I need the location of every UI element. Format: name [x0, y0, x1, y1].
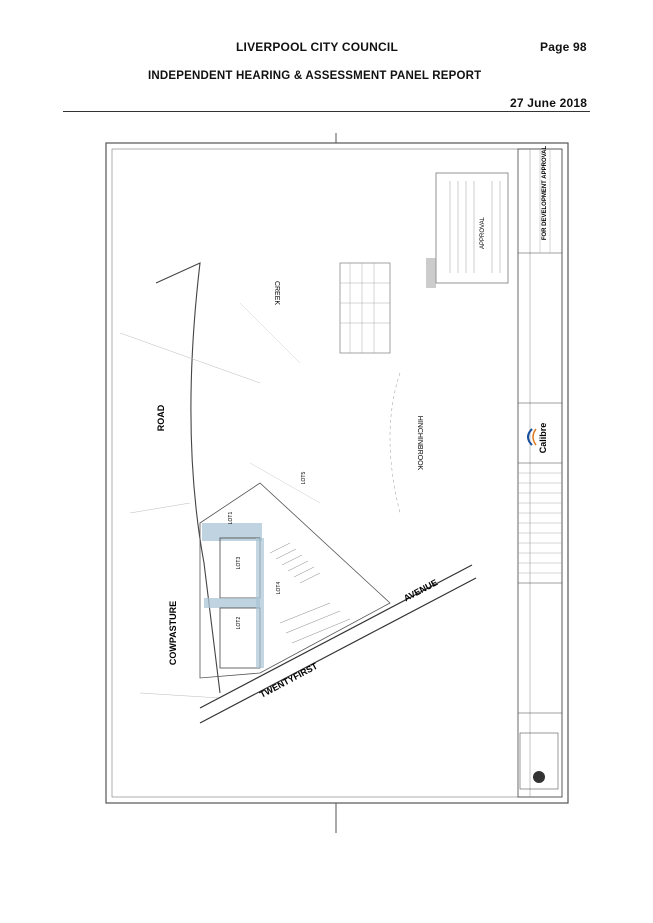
road-edge [155, 262, 221, 694]
twentyfirst-avenue [199, 564, 477, 724]
lot-area-highlight [202, 523, 262, 541]
inner-border [111, 148, 563, 798]
road-label-road: ROAD [156, 404, 166, 431]
page-number: Page 98 [540, 40, 587, 54]
title-block-label: FOR DEVELOPMENT APPROVAL [542, 145, 548, 240]
stamp-text: APPROVAL [480, 216, 486, 249]
lot-label-3: LOT3 [236, 557, 242, 570]
council-name: LIVERPOOL CITY COUNCIL [236, 40, 398, 54]
approval-stamp: APPROVAL [426, 172, 509, 288]
brand-name: Calibre [538, 423, 548, 454]
creek-label: CREEK [273, 281, 280, 305]
development-site [199, 482, 391, 679]
header-rule [63, 111, 590, 112]
lot-label-5: LOT5 [301, 472, 307, 485]
creek-name-label: HINCHINBROOK [416, 416, 423, 471]
subdivision-plan-drawing: FOR DEVELOPMENT APPROVAL Calibre APPROVA… [105, 133, 569, 833]
report-date: 27 June 2018 [510, 96, 588, 110]
road-label-avenue: AVENUE [402, 577, 439, 603]
road-label-cowpasture: COWPASTURE [168, 601, 178, 665]
sheet-border [105, 142, 569, 804]
report-title: INDEPENDENT HEARING & ASSESSMENT PANEL R… [148, 70, 482, 82]
road-label-twentyfirst: TWENTYFIRST [258, 661, 320, 700]
north-block [519, 732, 559, 790]
calibre-logo: Calibre [527, 423, 548, 454]
title-block: FOR DEVELOPMENT APPROVAL Calibre [517, 145, 563, 798]
revision-table [339, 262, 391, 354]
lot-label-2: LOT2 [236, 617, 242, 630]
creek-line [389, 372, 401, 514]
lot-label-1: LOT1 [228, 512, 234, 525]
north-arrow-icon [533, 771, 545, 783]
lot-label-4: LOT4 [276, 582, 282, 595]
